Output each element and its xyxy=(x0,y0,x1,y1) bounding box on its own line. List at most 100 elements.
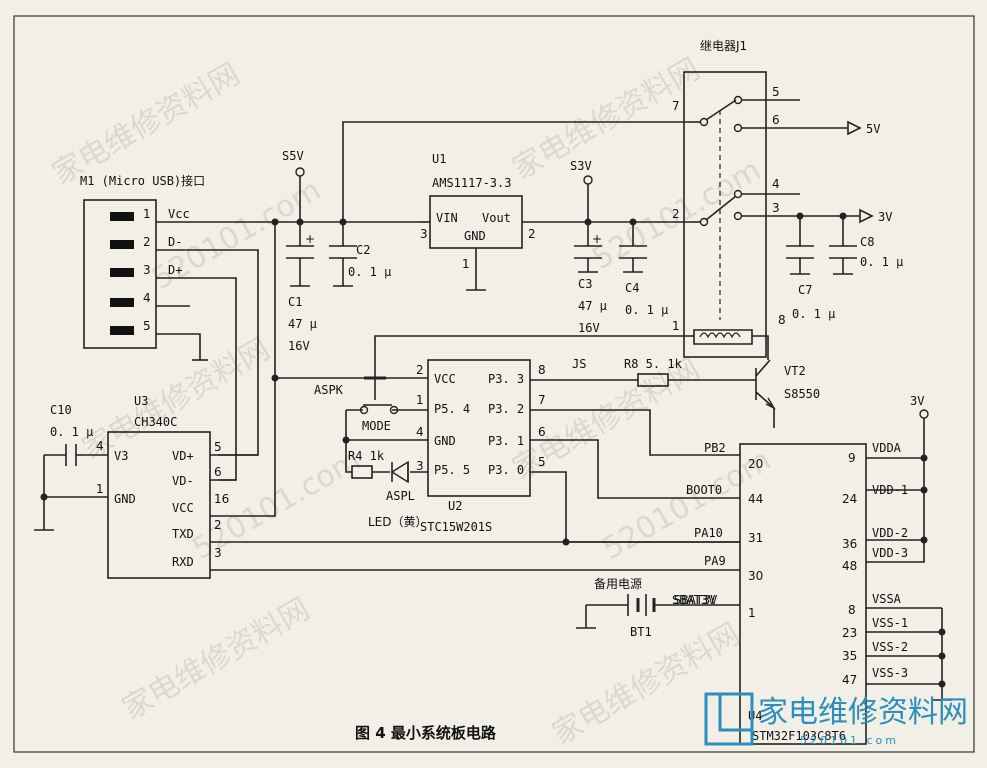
m1-connector xyxy=(83,199,157,349)
u3-pr4: 2 xyxy=(214,518,222,532)
u4-l1-pin: 20 xyxy=(748,457,763,471)
u2-pl1: 2 xyxy=(416,363,424,377)
m1-dminus-label: D- xyxy=(168,235,182,249)
c1-capacitor: + xyxy=(286,222,315,287)
u4-r2-pin: 24 xyxy=(842,492,857,506)
u4-l4-pin: 30 xyxy=(748,569,763,583)
c2-capacitor xyxy=(329,222,357,287)
u4-r7-name: VSS-2 xyxy=(872,640,908,654)
u3-pl1: 4 xyxy=(96,439,104,453)
c7-capacitor xyxy=(786,216,814,275)
c4-value: 0. 1 μ xyxy=(625,303,668,317)
watermark-text: 家电维修资料网 xyxy=(507,52,706,187)
u1-part: AMS1117-3.3 xyxy=(432,176,511,190)
u2-pl2: 1 xyxy=(416,393,424,407)
u3-r2: VD- xyxy=(172,474,194,488)
u4-part: STM32F103C8T6 xyxy=(752,729,846,743)
u3-pr5: 3 xyxy=(214,546,222,560)
u3-l2: GND xyxy=(114,492,136,506)
c8-ref: C8 xyxy=(860,235,874,249)
u4-r4-pin: 48 xyxy=(842,559,857,573)
u4-r8-pin: 47 xyxy=(842,673,857,687)
c3-capacitor: + xyxy=(574,222,602,273)
c8-capacitor xyxy=(829,216,857,275)
c4-ref: C4 xyxy=(625,281,639,295)
relay-pin6: 6 xyxy=(772,113,780,127)
u3-l1: V3 xyxy=(114,449,128,463)
r4-resistor xyxy=(351,465,373,479)
u2-r1: P3. 3 xyxy=(488,372,524,386)
watermark-layer: 家电维修资料网 520101.com 家电维修资料网 520101.com 家电… xyxy=(47,52,777,752)
u1-pin-gnd: 1 xyxy=(462,257,470,271)
backup-label: 备用电源 xyxy=(594,577,642,591)
c3-value: 47 μ xyxy=(578,299,607,313)
u4-r5-pin: 8 xyxy=(848,603,856,617)
u3-pr3: 16 xyxy=(214,492,229,506)
u3-pl2: 1 xyxy=(96,482,104,496)
watermark-text: 家电维修资料网 xyxy=(117,592,316,727)
watermark-text: 家电维修资料网 xyxy=(47,57,246,192)
u4-l2-name: BOOT0 xyxy=(686,483,722,497)
u2-part: STC15W201S xyxy=(420,520,492,534)
m1-pin4: 4 xyxy=(143,291,151,305)
out-3v-label: 3V xyxy=(878,210,892,224)
u4-r1-name: VDDA xyxy=(872,441,902,455)
r8-label: R8 5. 1k xyxy=(624,357,683,371)
u4-l5-pin: 1 xyxy=(748,606,756,620)
m1-pin1: 1 xyxy=(143,207,151,221)
relay-pin1: 1 xyxy=(672,319,680,333)
led-label: LED（黄） xyxy=(368,515,428,529)
m1-pin3: 3 xyxy=(143,263,151,277)
m1-dplus-label: D+ xyxy=(168,263,182,277)
u4-l2-pin: 44 xyxy=(748,492,763,506)
u2-r3: P3. 1 xyxy=(488,434,524,448)
c1-voltage: 16V xyxy=(288,339,310,353)
u1-gnd: GND xyxy=(464,229,486,243)
u1-ref: U1 xyxy=(432,152,446,166)
bt1-label: BT1 xyxy=(630,625,652,639)
u2-l1: VCC xyxy=(434,372,456,386)
u1-vin: VIN xyxy=(436,211,458,225)
u4-r1-pin: 9 xyxy=(848,451,856,465)
u3-r4: TXD xyxy=(172,527,194,541)
u2-pl3: 4 xyxy=(416,425,424,439)
figure-caption: 图 4 最小系统板电路 xyxy=(355,724,497,742)
u2-r4: P3. 0 xyxy=(488,463,524,477)
u4-r4-name: VDD-3 xyxy=(872,546,908,560)
relay-j1 xyxy=(683,71,767,358)
c7-value: 0. 1 μ xyxy=(792,307,835,321)
u1-vout: Vout xyxy=(482,211,511,225)
u3-r3: VCC xyxy=(172,501,194,515)
u3-pr1: 5 xyxy=(214,440,222,454)
u4-r6-name: VSS-1 xyxy=(872,616,908,630)
u4-r8-name: VSS-3 xyxy=(872,666,908,680)
relay-pin8: 8 xyxy=(778,313,786,327)
bt1-battery xyxy=(576,594,740,629)
u2-pr1: 8 xyxy=(538,363,546,377)
aspk-button xyxy=(359,375,399,415)
u2-mcu xyxy=(427,359,531,497)
u3-part: CH340C xyxy=(134,415,177,429)
u4-supply-wires xyxy=(866,418,952,701)
u3-ch340c xyxy=(107,431,211,579)
brand-text: 家电维修资料网 xyxy=(758,695,968,730)
m1-pin5: 5 xyxy=(143,319,151,333)
m1-pin2: 2 xyxy=(143,235,151,249)
u4-l4-name: PA9 xyxy=(704,554,726,568)
c2-value: 0. 1 μ xyxy=(348,265,391,279)
relay-pin5: 5 xyxy=(772,85,780,99)
u2-pr3: 6 xyxy=(538,425,546,439)
u2-pr2: 7 xyxy=(538,393,546,407)
figure-frame xyxy=(13,15,975,753)
u3-ref: U3 xyxy=(134,394,148,408)
u2-ref: U2 xyxy=(448,499,462,513)
vt2-transistor xyxy=(668,359,776,428)
u4-r3-name: VDD-2 xyxy=(872,526,908,540)
u4-stm32 xyxy=(739,443,867,745)
u3-r1: VD+ xyxy=(172,449,194,463)
c10-value: 0. 1 μ xyxy=(50,425,93,439)
r4-label: R4 1k xyxy=(348,449,385,463)
u4-l3-name: PA10 xyxy=(694,526,723,540)
